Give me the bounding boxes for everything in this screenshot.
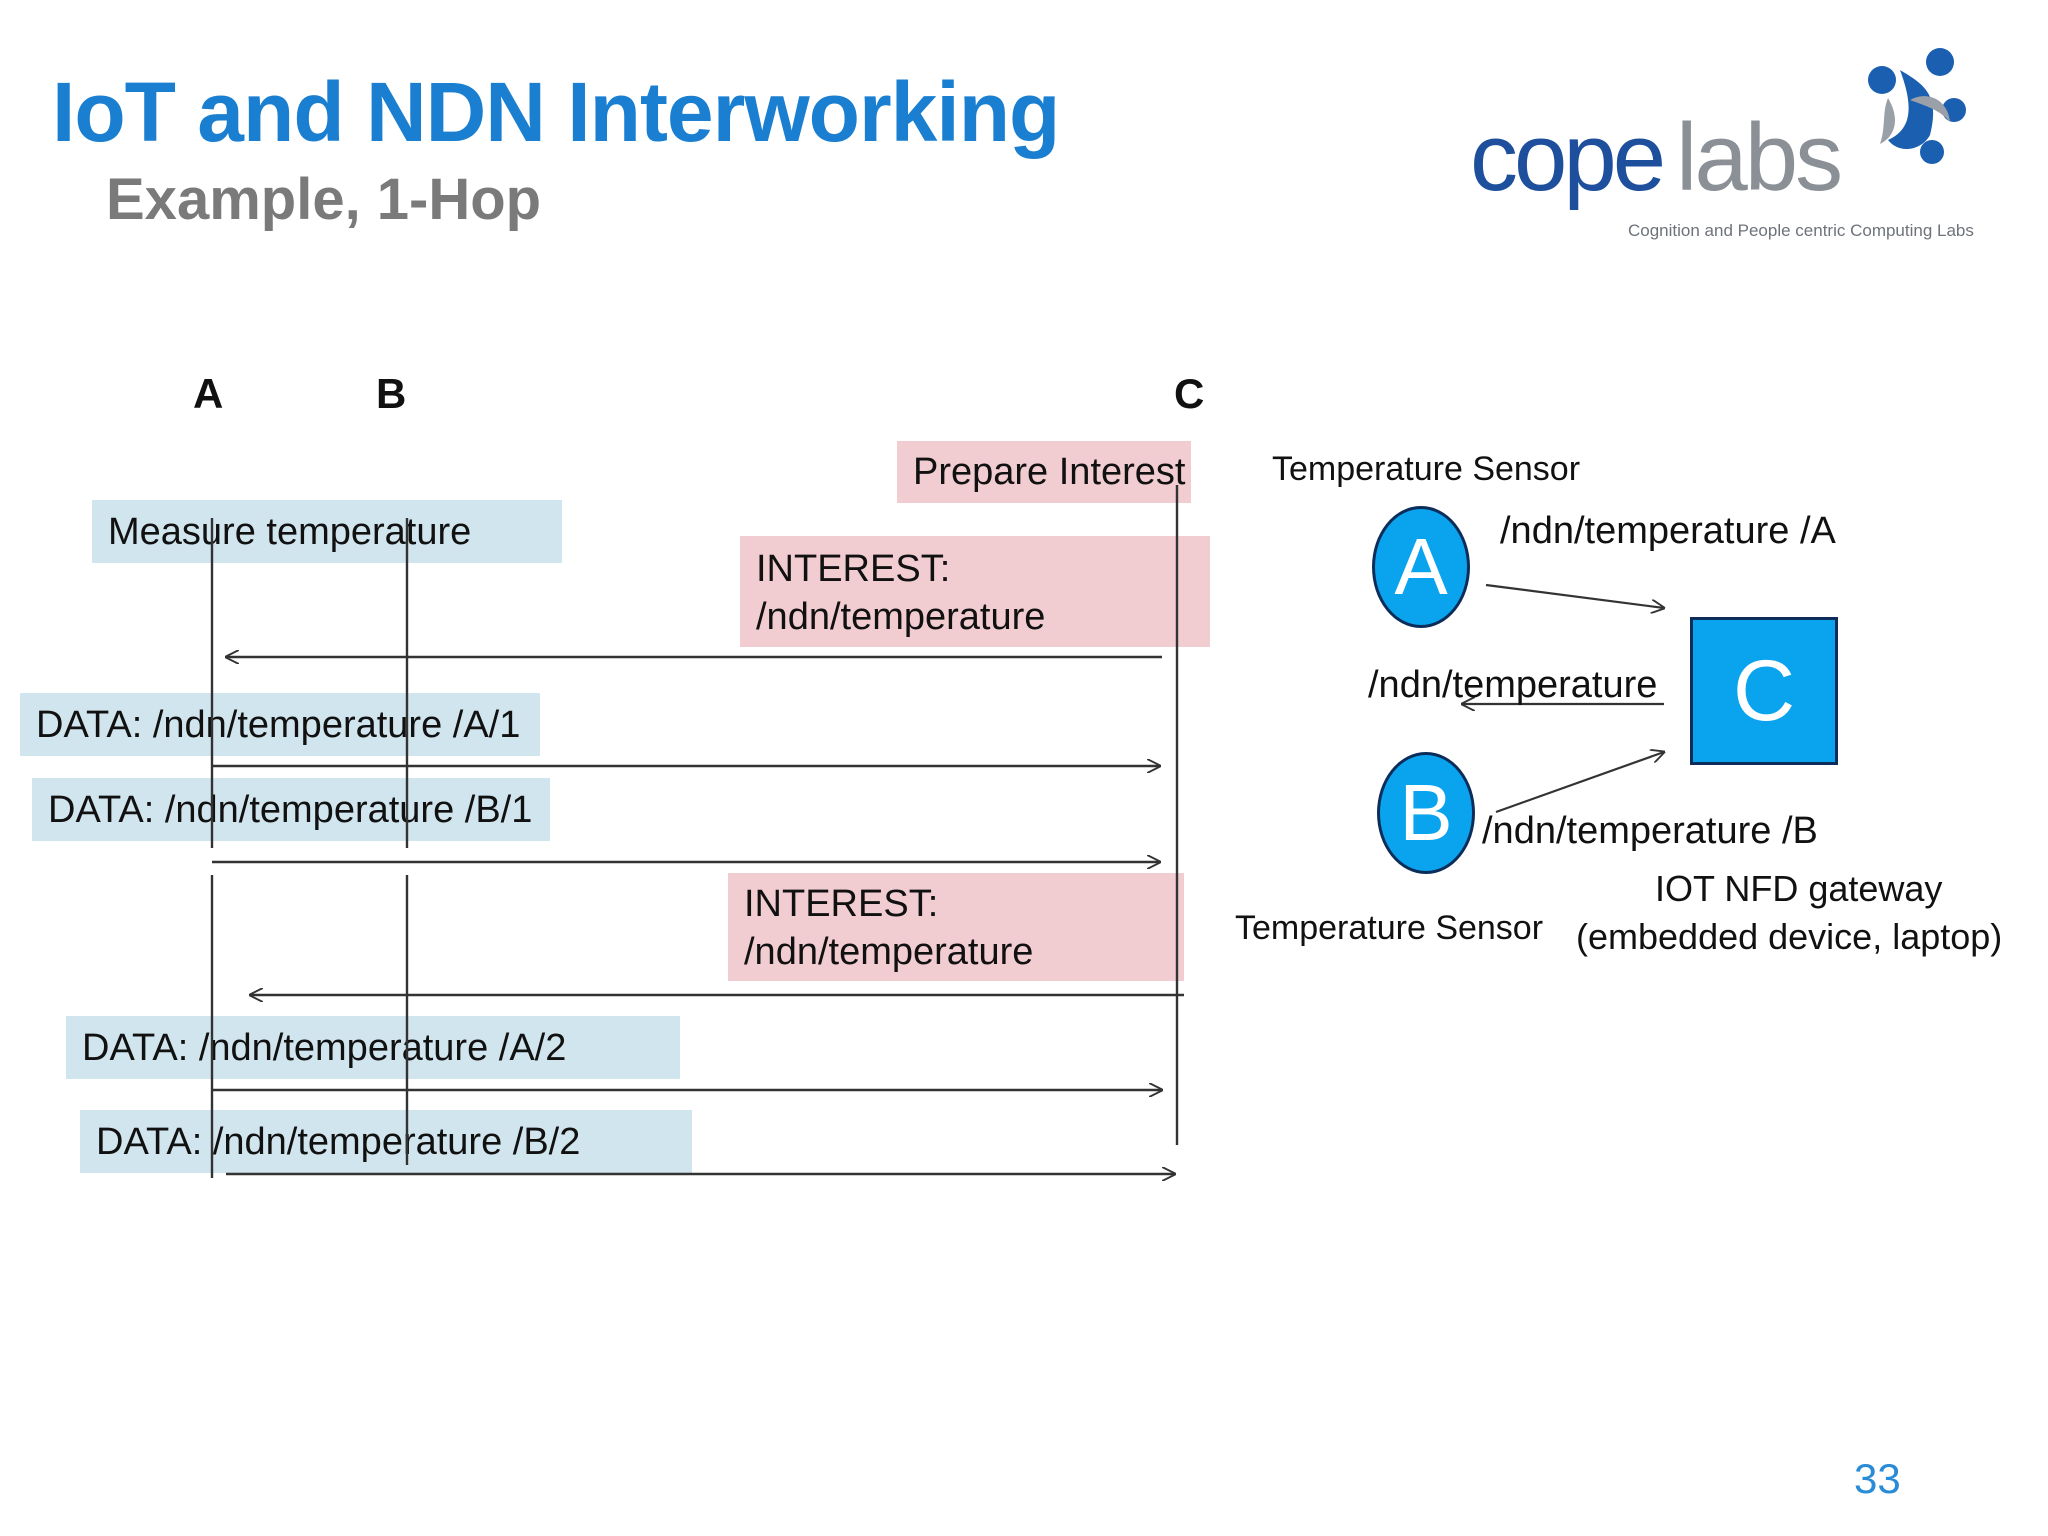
lifeline-header-b: B	[376, 370, 407, 417]
interest2-line2: /ndn/temperature	[744, 931, 1034, 973]
sensor-label-bottom: Temperature Sensor	[1235, 909, 1544, 947]
gateway-label-line1: IOT NFD gateway	[1655, 868, 1943, 909]
slide-title: IoT and NDN Interworking	[52, 65, 1060, 159]
arrow-a-to-c	[1485, 583, 1664, 608]
data-b1-label: DATA: /ndn/temperature /B/1	[48, 789, 533, 831]
gateway-label-line2: (embedded device, laptop)	[1576, 916, 2003, 957]
page-number: 33	[1854, 1455, 1901, 1502]
copelabs-logo: cope labs Cognition and People centric C…	[1470, 48, 1974, 240]
node-a: A	[1372, 506, 1470, 628]
data-a2-box: DATA: /ndn/temperature /A/2	[66, 1016, 680, 1079]
data-a1-label: DATA: /ndn/temperature /A/1	[36, 704, 521, 746]
data-b1-box: DATA: /ndn/temperature /B/1	[32, 778, 550, 841]
logo-mark-icon	[1868, 48, 1966, 164]
logo-tagline: Cognition and People centric Computing L…	[1628, 221, 1974, 240]
node-b: B	[1377, 752, 1475, 874]
data-a1-box: DATA: /ndn/temperature /A/1	[20, 693, 540, 756]
data-b2-box: DATA: /ndn/temperature /B/2	[80, 1110, 692, 1173]
interest-box-2: INTEREST: /ndn/temperature	[728, 873, 1184, 981]
lifeline-header-a: A	[193, 370, 224, 417]
prepare-interest-box: Prepare Interest	[897, 441, 1191, 503]
name-a-label: /ndn/temperature /A	[1500, 510, 1836, 552]
node-c: C	[1690, 617, 1838, 765]
data-a2-label: DATA: /ndn/temperature /A/2	[82, 1027, 567, 1069]
sensor-label-top: Temperature Sensor	[1272, 450, 1581, 488]
measure-temperature-label: Measure temperature	[108, 511, 472, 553]
interest1-line2: /ndn/temperature	[756, 596, 1046, 638]
name-b-label: /ndn/temperature /B	[1482, 810, 1818, 852]
arrow-b-to-c	[1495, 752, 1664, 814]
prepare-interest-label: Prepare Interest	[913, 451, 1186, 493]
logo-text-labs: labs	[1676, 104, 1840, 211]
logo-text-cope: cope	[1470, 104, 1663, 211]
measure-temperature-box: Measure temperature	[92, 500, 562, 563]
name-interest-label: /ndn/temperature	[1368, 664, 1658, 706]
data-b2-label: DATA: /ndn/temperature /B/2	[96, 1121, 581, 1163]
slide-subtitle: Example, 1-Hop	[106, 167, 542, 232]
lifeline-header-c: C	[1174, 370, 1205, 417]
interest-box-1: INTEREST: /ndn/temperature	[740, 536, 1210, 647]
interest2-line1: INTEREST:	[744, 883, 939, 925]
interest1-line1: INTEREST:	[756, 548, 951, 590]
